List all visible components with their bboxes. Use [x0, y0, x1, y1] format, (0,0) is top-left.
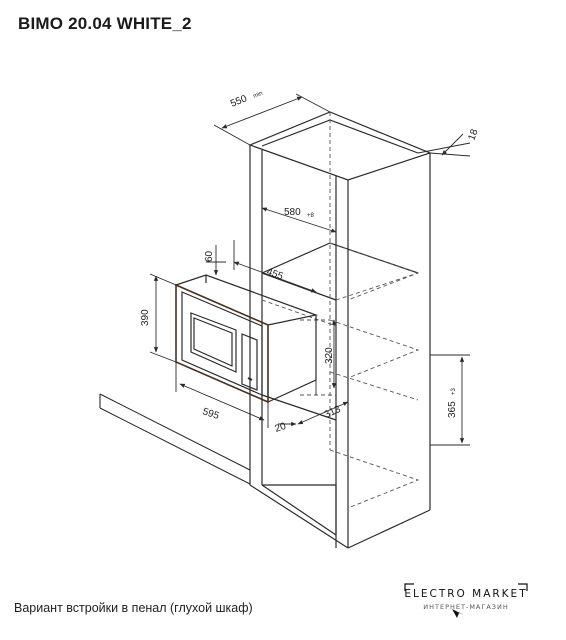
dim-60: 60: [204, 250, 215, 262]
logo-name: ELECTRO MARKET: [404, 588, 528, 600]
microwave: [175, 274, 319, 404]
cabinet: [248, 111, 432, 549]
dim-313: 313: [323, 404, 343, 421]
electro-market-logo: ELECTRO MARKET ИНТЕРНЕТ-МАГАЗИН: [404, 583, 528, 619]
dim-20: 20: [274, 421, 288, 435]
logo-frame-icon: [404, 583, 528, 618]
hidden-lines: [261, 112, 420, 509]
caption: Вариант встройки в пенал (глухой шкаф): [14, 601, 253, 615]
dim-550: 550: [229, 93, 249, 110]
dim-595: 595: [201, 406, 221, 422]
drawing-title: BIMO 20.04 WHITE_2: [18, 14, 192, 33]
dim-580-note: +8: [307, 213, 315, 219]
dim-550-note: min: [253, 91, 264, 100]
dim-365-note: +3: [451, 387, 457, 395]
floor-lines: [99, 393, 251, 485]
dim-365: 365: [447, 401, 458, 418]
dim-580: 580: [284, 207, 301, 218]
dim-320: 320: [324, 347, 335, 364]
dim-390: 390: [140, 309, 151, 326]
logo-tagline: ИНТЕРНЕТ-МАГАЗИН: [423, 603, 509, 611]
dimension-lines: [149, 93, 471, 446]
dim-18: 18: [466, 127, 480, 142]
